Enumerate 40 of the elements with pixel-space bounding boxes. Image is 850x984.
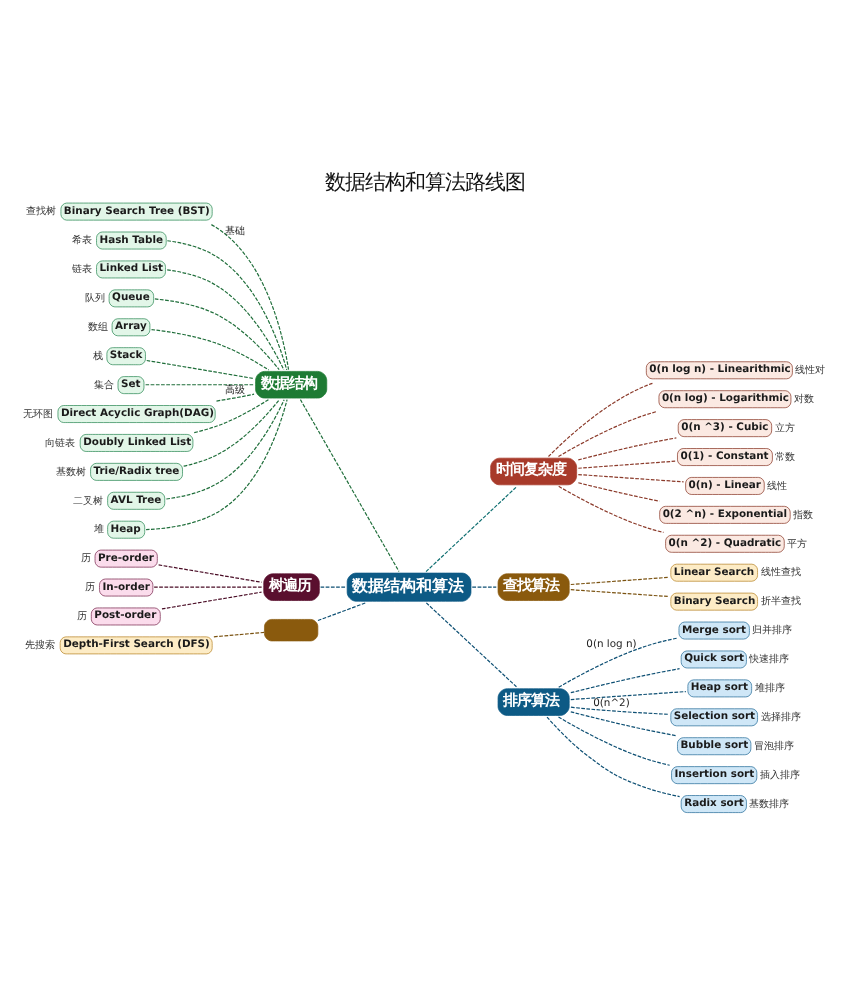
connector xyxy=(425,601,518,687)
connector xyxy=(161,590,263,609)
connector xyxy=(166,268,285,370)
connector xyxy=(577,459,677,468)
connector xyxy=(317,601,367,621)
connector xyxy=(299,398,400,572)
connector xyxy=(577,436,677,460)
connector xyxy=(570,705,670,714)
connector xyxy=(154,297,280,370)
connector xyxy=(210,223,290,370)
connector xyxy=(558,484,665,533)
connector xyxy=(183,398,280,466)
connector xyxy=(215,392,255,401)
connector xyxy=(145,398,288,530)
connector xyxy=(570,689,687,700)
connector xyxy=(471,585,497,587)
connector xyxy=(425,484,518,572)
connector xyxy=(150,327,270,370)
connector xyxy=(557,715,671,765)
node-box xyxy=(264,618,319,641)
connector xyxy=(153,585,263,587)
connector xyxy=(577,481,661,501)
connector xyxy=(577,472,685,482)
connector xyxy=(557,409,658,457)
connector xyxy=(320,585,346,587)
connector xyxy=(570,667,681,693)
connector xyxy=(158,563,263,582)
connector xyxy=(165,398,285,499)
connector xyxy=(546,715,681,797)
connector xyxy=(193,398,270,433)
connector xyxy=(570,575,670,585)
connector xyxy=(570,710,677,736)
diagram-title: 数据结构和算法路线图 xyxy=(325,169,525,194)
connector xyxy=(547,381,654,457)
connector xyxy=(558,636,678,687)
connector xyxy=(146,358,255,379)
connector xyxy=(213,630,265,637)
connector xyxy=(145,383,255,385)
connector xyxy=(166,239,288,370)
connector xyxy=(570,588,670,597)
